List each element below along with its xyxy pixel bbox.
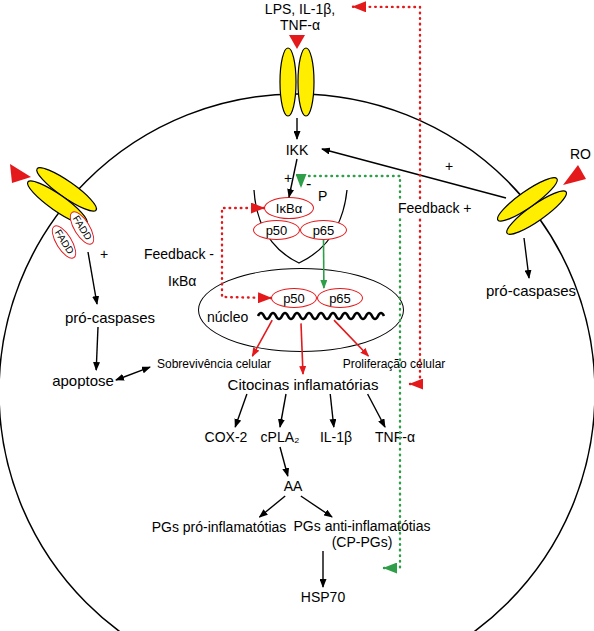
node-text: TNF-α — [375, 429, 415, 445]
edge-label: Feedback + — [398, 200, 472, 216]
node-text: Citocinas inflamatórias — [228, 376, 379, 393]
node-text: LPS, IL-1β, TNF-α — [255, 1, 345, 33]
protein-oval: IκBα — [264, 197, 314, 219]
sign-label: RO — [570, 146, 591, 162]
protein-oval: p65 — [317, 288, 363, 308]
connector-arrow — [96, 327, 98, 370]
node-text: Sobrevivência celular — [157, 357, 271, 371]
sign-label: + — [284, 170, 292, 186]
molecule-label: PGs anti-inflamatótias (CP-PGs) — [287, 517, 437, 551]
node-text: pró-caspases — [65, 309, 155, 326]
ligand-arrow-head — [10, 164, 31, 183]
connector-arrow — [222, 208, 271, 298]
node-text: Proliferação celular — [343, 357, 446, 371]
signal-arrow — [296, 118, 297, 139]
node-text: PGs anti-inflamatótias (CP-PGs) — [287, 518, 437, 550]
node-text: IL-1β — [320, 429, 352, 445]
connector-arrow — [301, 176, 400, 568]
molecule-label: Proliferação celular — [330, 356, 458, 372]
molecule-label: IL-1β — [314, 427, 358, 447]
protein-oval: p65 — [300, 220, 347, 240]
connector-arrow — [353, 7, 420, 384]
node-text: p65 — [329, 291, 351, 306]
connector-arrow — [368, 394, 385, 427]
molecule-label: Sobrevivência celular — [150, 356, 278, 372]
complex-bracket — [254, 190, 347, 263]
ligand-arrow-head — [563, 165, 586, 185]
protein-oval: p50 — [253, 220, 300, 240]
ligand-arrow-head — [289, 35, 305, 49]
sign-label: P — [318, 188, 327, 204]
molecule-label: TNF-α — [370, 427, 420, 447]
node-text: p65 — [313, 223, 335, 238]
node-text: núcleo — [207, 309, 248, 325]
connector-arrow — [280, 394, 286, 427]
sign-label: IκBα — [168, 273, 196, 289]
node-text: AA — [284, 478, 303, 494]
connector-arrow — [280, 447, 288, 476]
receptor-symbol — [493, 172, 561, 226]
connector-arrow — [301, 323, 303, 374]
node-text: pró-caspases — [486, 282, 576, 299]
connector-arrow — [334, 320, 368, 356]
connector-arrow — [322, 551, 323, 587]
connector-arrow — [330, 394, 334, 427]
node-text: FADD — [70, 214, 94, 243]
node-text: p50 — [283, 291, 305, 306]
molecule-label: IKK — [276, 141, 318, 159]
molecule-label: PGs pró-inflamatótias — [138, 517, 300, 537]
molecule-label: AA — [280, 476, 306, 496]
molecule-label: pró-caspases — [50, 307, 170, 327]
molecule-label: COX-2 — [203, 427, 249, 447]
dna-strand — [258, 313, 384, 319]
node-text: HSP70 — [301, 589, 345, 605]
node-text: cPLA₂ — [261, 429, 300, 445]
signal-arrow — [322, 149, 506, 198]
cell-membrane — [0, 94, 594, 631]
nucleus-ellipse: núcleo p50 p65 — [198, 268, 404, 352]
node-text: IKK — [286, 142, 309, 158]
node-text: p50 — [266, 223, 288, 238]
protein-oval: p50 — [271, 288, 317, 308]
sign-label: + — [100, 246, 108, 262]
molecule-label: LPS, IL-1β, TNF-α — [255, 0, 345, 34]
connector-arrow — [260, 496, 286, 517]
molecule-label: HSP70 — [298, 587, 348, 607]
node-text: apoptose — [52, 372, 114, 389]
node-text: FADD — [52, 228, 76, 257]
connector-arrow — [116, 367, 150, 380]
sign-label: + — [445, 158, 453, 174]
node-text: IκBα — [276, 201, 302, 216]
molecule-label: apoptose — [50, 370, 116, 390]
molecule-label: cPLA₂ — [257, 427, 303, 447]
receptor-symbol — [298, 48, 314, 116]
molecule-label: Citocinas inflamatórias — [218, 374, 388, 394]
edge-label: - — [306, 176, 311, 192]
connector-arrow — [235, 394, 247, 427]
node-text: PGs pró-inflamatótias — [152, 519, 287, 535]
connector-arrow — [252, 320, 272, 356]
signal-arrow — [88, 252, 97, 304]
node-text: COX-2 — [205, 429, 248, 445]
edge-label: Feedback - — [144, 246, 214, 262]
connector-arrow — [323, 240, 325, 288]
receptor-symbol — [280, 48, 296, 116]
connector-arrow — [301, 496, 332, 517]
molecule-label: pró-caspases — [470, 280, 592, 300]
signal-arrow — [524, 238, 529, 278]
